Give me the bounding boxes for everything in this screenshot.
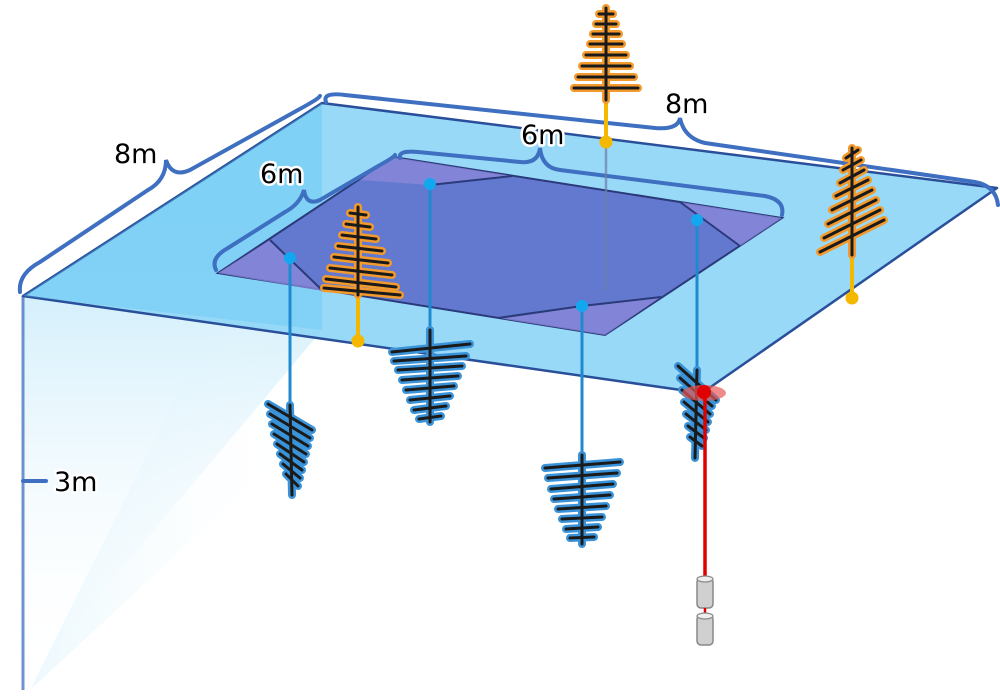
label-outer-left: 8m xyxy=(114,139,157,170)
surface-node xyxy=(599,135,613,149)
inner-square-corner-left xyxy=(218,240,323,291)
surface-antenna-right xyxy=(816,144,888,259)
underwater-node xyxy=(284,252,296,264)
inner-square-facet-lines xyxy=(269,239,324,292)
inner-square-facet-lines xyxy=(429,175,513,186)
label-inner-left: 6m xyxy=(260,159,303,190)
inner-square-facet-lines xyxy=(679,201,741,247)
transmitter-node xyxy=(697,385,711,399)
brace-outer-left xyxy=(17,94,322,294)
underwater-node xyxy=(576,300,588,312)
brace-inner-top xyxy=(397,147,785,217)
surface-antenna-left xyxy=(320,203,404,299)
label-inner-top: 6m xyxy=(521,120,564,151)
surface-node xyxy=(845,291,859,305)
brace-outer-top xyxy=(323,92,1000,207)
surface-antenna-center xyxy=(570,4,642,104)
inner-square-corner-bottom xyxy=(498,297,661,335)
inner-square-corner-top xyxy=(360,157,512,185)
underwater-antenna-top xyxy=(388,326,474,426)
surface-node xyxy=(351,334,365,348)
underwater-antenna-bottom xyxy=(541,451,624,548)
label-outer-top: 8m xyxy=(665,89,708,120)
inner-square-corner-right xyxy=(680,202,782,246)
brace-inner-left xyxy=(212,153,398,272)
underwater-node xyxy=(691,214,703,226)
probe xyxy=(696,575,714,646)
underwater-antenna-left xyxy=(264,400,316,499)
underwater-node xyxy=(424,178,436,190)
label-depth: 3m xyxy=(54,467,97,498)
